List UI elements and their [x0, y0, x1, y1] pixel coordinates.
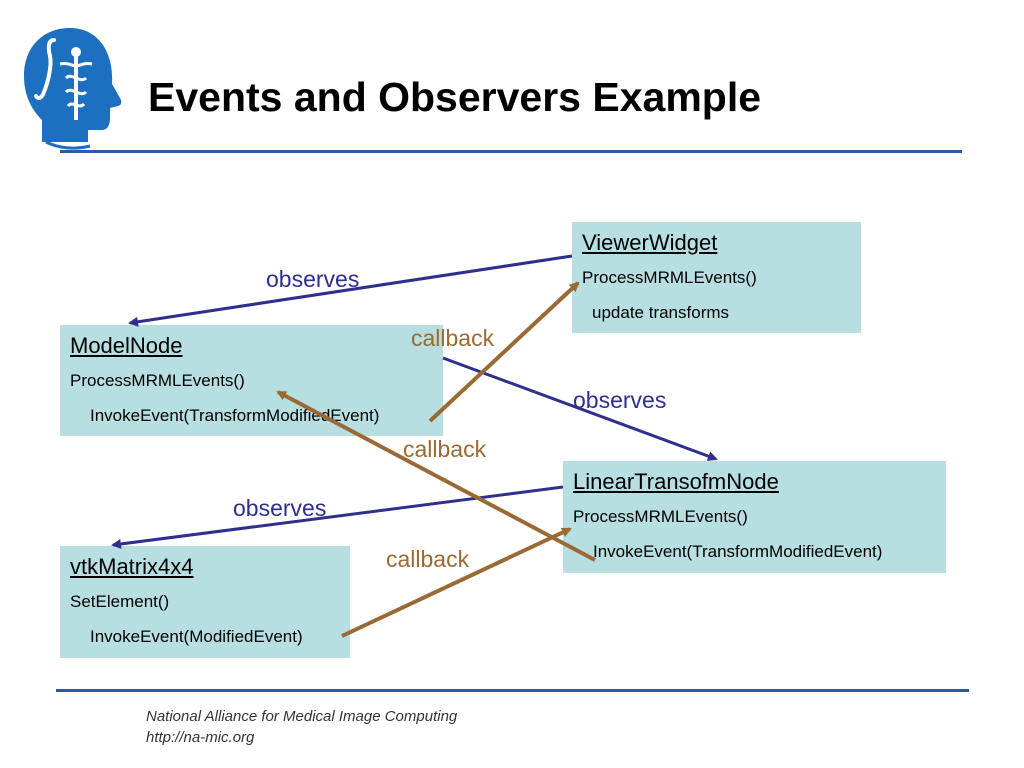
slide-title: Events and Observers Example: [148, 74, 762, 120]
title-divider: [60, 150, 962, 153]
viewer-widget-box: ViewerWidget ProcessMRMLEvents() update …: [572, 222, 861, 333]
box-method: ProcessMRMLEvents(): [70, 371, 245, 390]
box-method: SetElement(): [70, 592, 170, 611]
footer: National Alliance for Medical Image Comp…: [146, 706, 457, 748]
footer-org: National Alliance for Medical Image Comp…: [146, 708, 458, 725]
model-node-box: ModelNode ProcessMRMLEvents() InvokeEven…: [60, 325, 443, 436]
box-name: ModelNode: [70, 333, 183, 358]
box-action: InvokeEvent(ModifiedEvent): [90, 627, 303, 646]
box-action: update transforms: [592, 303, 730, 322]
box-name: vtkMatrix4x4: [70, 554, 194, 579]
callback-label: callback: [403, 436, 487, 462]
footer-divider: [56, 689, 969, 692]
box-method: ProcessMRMLEvents(): [573, 507, 748, 526]
callback-arrow-model-to-viewer: [428, 281, 580, 423]
callback-label: callback: [386, 546, 470, 572]
box-name: ViewerWidget: [582, 230, 718, 255]
observes-label: observes: [573, 387, 667, 413]
linear-transform-node-box: LinearTransofmNode ProcessMRMLEvents() I…: [563, 461, 946, 573]
slicer-logo-icon: [18, 22, 130, 154]
observes-arrow-linear-to-vtk: [111, 485, 564, 549]
box-method: ProcessMRMLEvents(): [582, 268, 757, 287]
box-action: InvokeEvent(TransformModifiedEvent): [593, 542, 883, 561]
footer-url: http://na-mic.org: [146, 729, 255, 746]
box-name: LinearTransofmNode: [573, 469, 779, 494]
vtk-matrix-box: vtkMatrix4x4 SetElement() InvokeEvent(Mo…: [60, 546, 350, 658]
observes-label: observes: [266, 266, 360, 292]
observes-label: observes: [233, 495, 327, 521]
callback-label: callback: [411, 325, 495, 351]
box-action: InvokeEvent(TransformModifiedEvent): [90, 406, 380, 425]
